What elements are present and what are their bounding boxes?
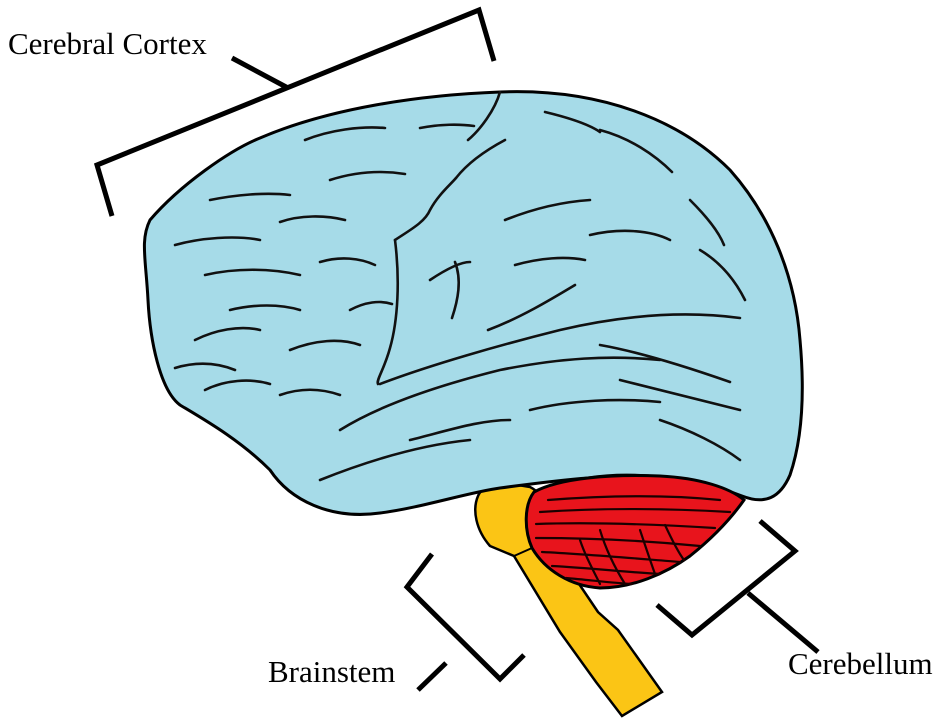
cerebral-cortex-label: Cerebral Cortex xyxy=(8,28,207,59)
cerebral-cortex-shape xyxy=(144,92,802,515)
cerebral-cortex-bracket-stem xyxy=(232,58,288,88)
brainstem-bracket xyxy=(407,554,524,679)
brainstem-bracket-stem xyxy=(418,663,446,690)
cerebellum-shape xyxy=(526,476,744,588)
brainstem-label: Brainstem xyxy=(268,656,395,687)
cerebellum-bracket-stem xyxy=(748,593,818,652)
cerebellum-label: Cerebellum xyxy=(788,648,933,679)
